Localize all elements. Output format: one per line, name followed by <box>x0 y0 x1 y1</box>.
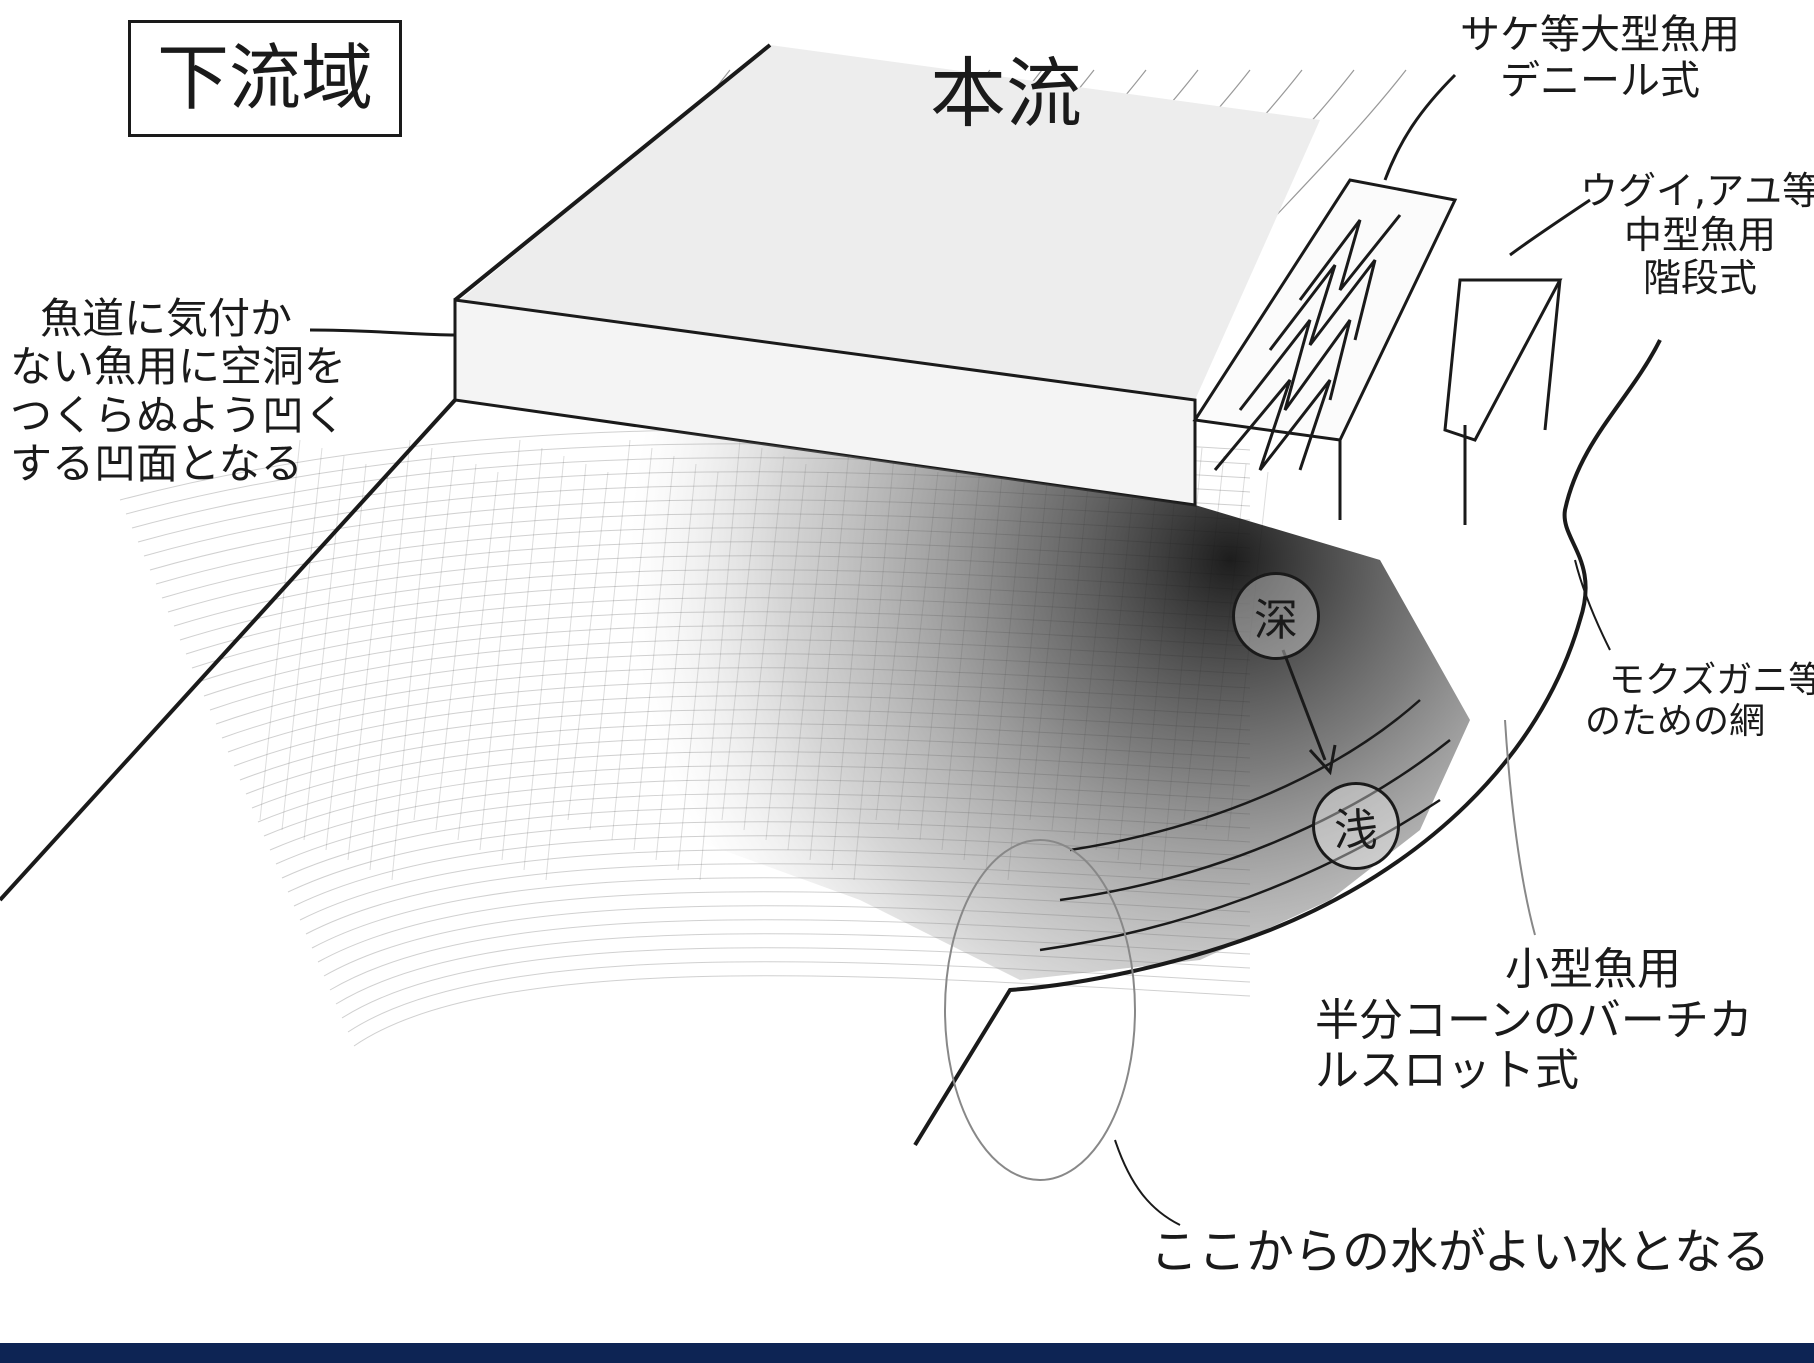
stepped-label-line-3: 階段式 <box>1643 256 1758 301</box>
crab-net-label-line-2: のための網 <box>1585 701 1766 743</box>
depth-arrow <box>1281 649 1327 761</box>
shallow-marker: 浅 <box>1312 782 1400 870</box>
stepped-label-line-2: 中型魚用 <box>1624 212 1777 257</box>
footer-bar <box>0 1343 1814 1363</box>
stepped-fishway <box>1443 278 1563 442</box>
good-water-zone <box>944 839 1136 1181</box>
denil-label-line-2: デニール式 <box>1500 58 1700 104</box>
attraction-label-line-4: する凹面となる <box>10 438 303 488</box>
denil-pointer <box>1383 73 1457 181</box>
stepped-label-line-1: ウグイ,アユ等 <box>1580 169 1814 213</box>
crab-net-label: モクズガニ等 のための網 <box>1585 660 1814 743</box>
denil-fishway <box>1192 178 1458 442</box>
depth-arrowhead <box>1308 744 1337 776</box>
hatch-stroke <box>347 961 1251 1033</box>
small-fish-pointer <box>1504 719 1536 936</box>
denil-label: サケ等大型魚用 デニール式 <box>1460 12 1740 104</box>
good-water-pointer <box>1114 1139 1181 1226</box>
attraction-label-line-2: ない魚用に空洞を <box>10 342 347 392</box>
hatch-stroke <box>353 975 1251 1047</box>
denil-baffles <box>1213 214 1402 471</box>
good-water-label: ここからの水がよい水となる <box>1150 1224 1771 1280</box>
right-bank <box>913 339 1662 1147</box>
denil-wall <box>1193 420 1342 520</box>
crab-net-pointer <box>1574 559 1611 651</box>
attraction-pointer <box>309 328 456 337</box>
title-box: 下流域 <box>128 20 403 137</box>
stepped-pointer <box>1509 198 1591 257</box>
stepped-wall <box>1463 279 1562 525</box>
upper-riverbed <box>460 45 1320 400</box>
main-flow-label: 本流 <box>930 49 1082 138</box>
attraction-label-line-1: 魚道に気付か <box>40 294 293 343</box>
stepped-label: ウグイ,アユ等 中型魚用 階段式 <box>1580 169 1814 301</box>
attraction-label-line-3: つくらぬよう凹く <box>10 390 347 440</box>
downstream-pool <box>250 400 1470 980</box>
denil-label-line-1: サケ等大型魚用 <box>1460 12 1740 58</box>
left-bank-lower <box>0 398 457 902</box>
small-fish-label-line-1: 小型魚用 <box>1505 944 1681 995</box>
small-fish-label-line-3: ルスロット式 <box>1315 1045 1579 1097</box>
crab-net-label-line-1: モクズガニ等 <box>1609 660 1814 701</box>
deep-marker: 深 <box>1232 572 1320 660</box>
small-fish-label: 小型魚用 半分コーンのバーチカ ルスロット式 <box>1315 944 1753 1097</box>
attraction-label: 魚道に気付か ない魚用に空洞を つくらぬよう凹く する凹面となる <box>10 294 347 488</box>
left-bank <box>453 43 772 302</box>
page-title: 下流域 <box>157 36 374 120</box>
small-fish-label-line-2: 半分コーンのバーチカ <box>1315 994 1753 1046</box>
